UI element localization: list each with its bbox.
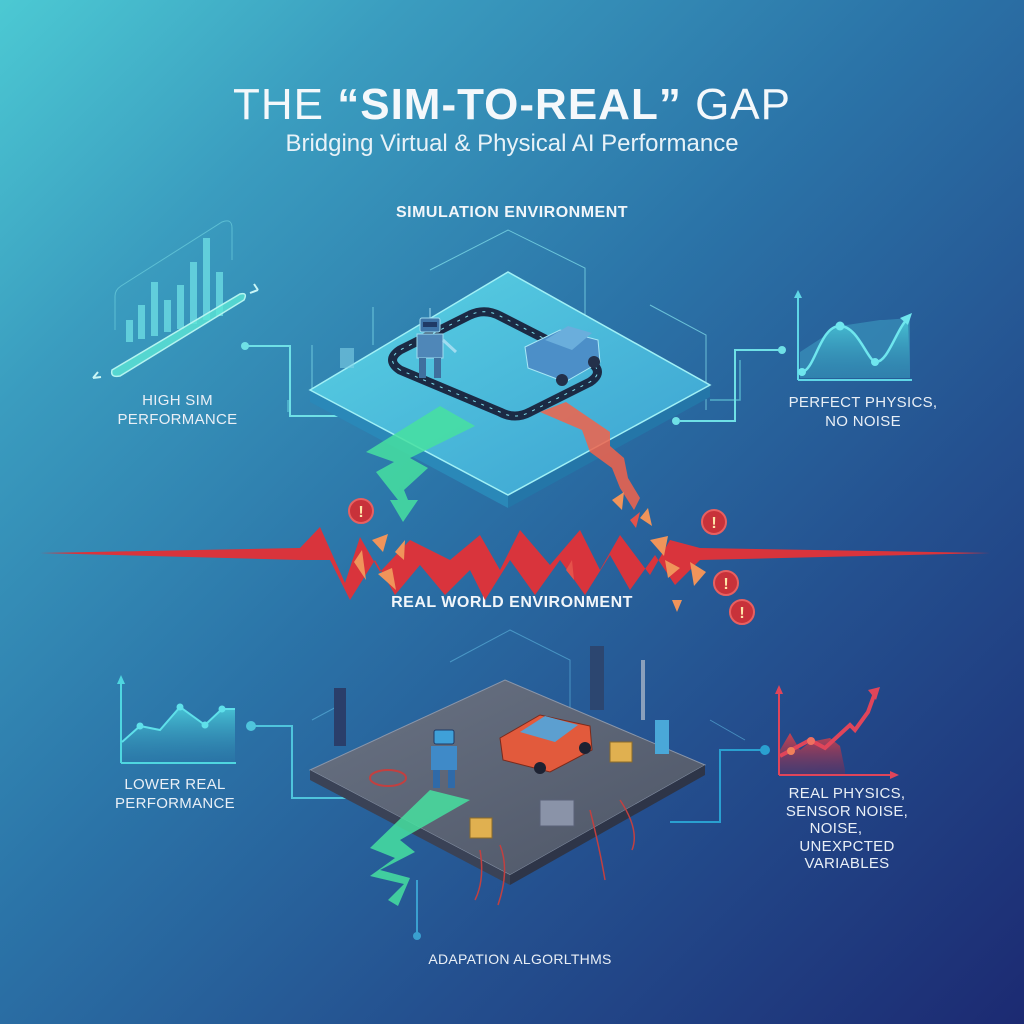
caption-line: HIGH SIM bbox=[142, 392, 213, 409]
caption-line: NO NOISE bbox=[825, 413, 901, 430]
title-prefix: THE bbox=[232, 80, 338, 129]
simulation-section-label: SIMULATION ENVIRONMENT bbox=[395, 204, 629, 221]
caption-line: PERFORMANCE bbox=[115, 795, 235, 812]
svg-text:!: ! bbox=[711, 515, 716, 532]
damaged-car-icon bbox=[499, 714, 593, 774]
lower-real-performance-caption: LOWER REAL PERFORMANCE bbox=[100, 775, 250, 813]
warning-icons: ! ! ! ! bbox=[348, 498, 755, 625]
title-suffix: GAP bbox=[681, 80, 791, 129]
high-sim-performance-caption: HIGH SIM PERFORMANCE bbox=[105, 391, 250, 429]
warning-icon: ! bbox=[729, 599, 755, 625]
simulation-environment-platform-illustration bbox=[308, 229, 712, 508]
perfect-physics-curve-chart-icon bbox=[794, 290, 912, 381]
warning-icon: ! bbox=[348, 498, 374, 524]
green-adaptation-arrow-icon bbox=[370, 790, 470, 906]
caption-line: SENSOR NOISE, bbox=[785, 802, 909, 820]
real-physics-caption: REAL PHYSICS, SENSOR NOISE, NOISE, UNEXP… bbox=[772, 785, 922, 873]
caption-line: NOISE, bbox=[809, 820, 863, 837]
title-emphasis: “SIM-TO-REAL” bbox=[337, 80, 682, 129]
real-physics-noisy-chart-icon bbox=[775, 685, 899, 779]
real-robot-icon bbox=[431, 729, 457, 788]
caption-line: PERFORMANCE bbox=[117, 411, 238, 428]
page-subtitle: Bridging Virtual & Physical AI Performan… bbox=[285, 130, 739, 157]
caption-line: PERFECT PHYSICS, bbox=[788, 394, 938, 411]
real-world-environment-platform-illustration bbox=[308, 629, 746, 906]
svg-text:!: ! bbox=[358, 504, 363, 521]
lower-real-performance-chart-icon bbox=[117, 675, 236, 764]
page-title: THE “SIM-TO-REAL” GAP bbox=[0, 80, 1024, 130]
sim-car-icon bbox=[524, 326, 601, 386]
caption-line: LOWER REAL bbox=[124, 776, 226, 793]
high-sim-bar-chart-icon bbox=[92, 220, 259, 379]
caption-line: REAL PHYSICS, bbox=[788, 785, 906, 802]
perfect-physics-caption: PERFECT PHYSICS, NO NOISE bbox=[778, 393, 948, 431]
caption-line: UNEXPCTED bbox=[799, 837, 895, 855]
sim-robot-icon bbox=[416, 308, 458, 378]
svg-text:!: ! bbox=[739, 605, 744, 622]
green-transfer-arrow-icon bbox=[366, 406, 475, 522]
adaptation-algorithms-caption: ADAPATION ALGORLTHMS bbox=[428, 951, 612, 967]
svg-text:!: ! bbox=[723, 576, 728, 593]
real-world-section-label: REAL WORLD ENVIRONMENT bbox=[391, 594, 633, 611]
red-failure-arrow-icon bbox=[540, 402, 640, 510]
warning-icon: ! bbox=[713, 570, 739, 596]
gap-jagged-line bbox=[40, 492, 990, 612]
warning-icon: ! bbox=[701, 509, 727, 535]
caption-line: VARIABLES bbox=[804, 855, 890, 872]
